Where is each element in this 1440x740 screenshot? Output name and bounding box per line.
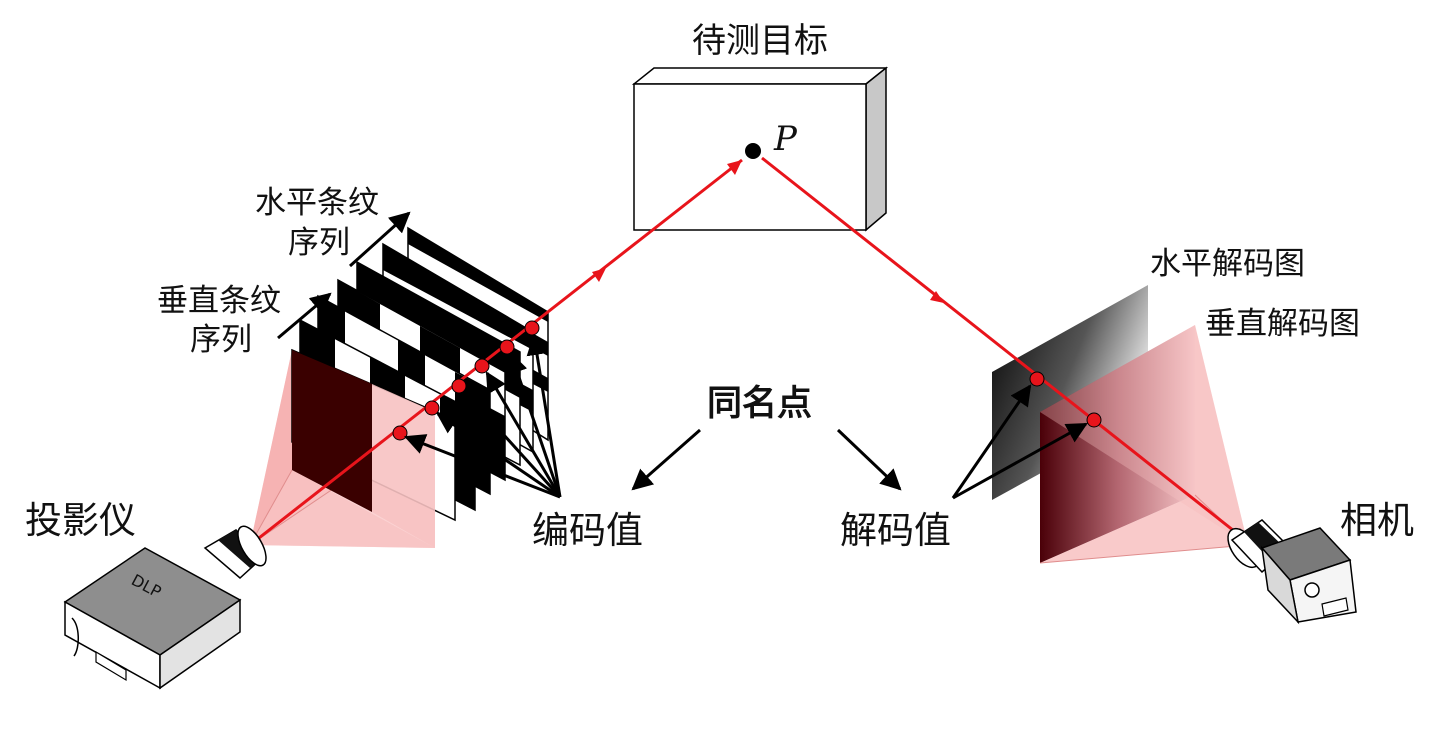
encoding-markers <box>392 320 540 441</box>
projector: DLP <box>63 525 267 690</box>
projector-ray-end-arrow <box>727 160 742 175</box>
homonymous-arrows <box>631 428 902 491</box>
horizontal-sequence-label-line1: 水平条纹 <box>255 185 379 221</box>
encoding-marker <box>451 378 467 394</box>
sequence-arrows <box>277 211 411 340</box>
projector-ray <box>249 158 743 547</box>
front-pattern-sheet <box>292 350 435 548</box>
vertical-decode-map-label: 垂直解码图 <box>1205 306 1360 342</box>
decoding-markers <box>1029 371 1102 428</box>
vertical-sequence-arrow <box>277 292 332 340</box>
encoding-marker <box>524 320 540 336</box>
encoding-marker <box>474 358 490 374</box>
horizontal-decode-map <box>992 285 1148 500</box>
decoded-value-label: 解码值 <box>840 509 951 552</box>
camera-ray <box>761 156 1249 544</box>
decoded-value-arrows <box>951 384 1088 500</box>
labels: 待测目标 P 水平条纹 序列 垂直条纹 序列 同名点 编码值 解码值 投影仪 相… <box>25 21 1414 552</box>
homonymous-points-label: 同名点 <box>707 384 812 424</box>
horizontal-sequence-arrow <box>348 211 411 268</box>
camera-ray-mid-arrow <box>930 291 944 303</box>
projector-ray-mid-arrow <box>592 268 606 282</box>
point-p-label: P <box>773 119 798 159</box>
camera-frustum-front <box>1039 325 1249 564</box>
vertical-decode-map <box>1040 325 1195 563</box>
horizontal-decode-map-label: 水平解码图 <box>1150 246 1305 282</box>
decoding-marker <box>1029 371 1045 387</box>
horizontal-sequence-label-line2: 序列 <box>288 225 350 261</box>
camera-label: 相机 <box>1340 499 1414 542</box>
vertical-sequence-label-line2: 序列 <box>190 322 252 358</box>
encoded-value-label: 编码值 <box>532 509 643 552</box>
camera <box>1227 519 1357 625</box>
encoding-marker <box>424 400 440 416</box>
encoding-marker <box>499 339 515 355</box>
target-object <box>631 66 889 232</box>
point-p-marker <box>745 143 761 159</box>
target-label: 待测目标 <box>692 21 828 61</box>
encoded-value-arrows <box>404 333 562 499</box>
encoding-marker <box>392 425 408 441</box>
decoding-marker <box>1086 412 1102 428</box>
projector-label: 投影仪 <box>25 499 136 542</box>
stripe-pattern-stack <box>291 226 549 548</box>
vertical-sequence-label-line1: 垂直条纹 <box>157 283 281 319</box>
camera-frustum-back <box>1195 325 1248 545</box>
